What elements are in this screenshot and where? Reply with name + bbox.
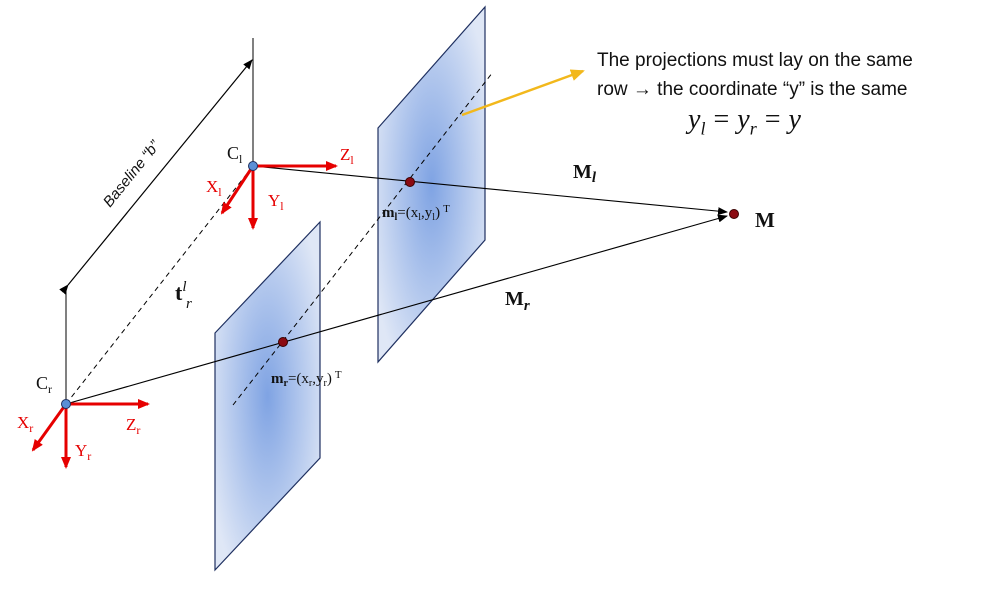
- left-projection-point: [405, 177, 415, 187]
- equation-yr: yr: [737, 104, 757, 139]
- translation-sub: r: [186, 296, 192, 312]
- epipolar-line: [232, 71, 494, 406]
- left-camera-axes: [220, 161, 338, 230]
- right-projection-label: mr=(xr,yr)T: [271, 369, 342, 389]
- annotation-line-1: The projections must lay on the same: [597, 50, 913, 71]
- right-image-plane: [214, 220, 321, 572]
- translation-sup: l: [182, 279, 186, 295]
- right-x-label: Xr: [17, 413, 33, 435]
- left-camera-center-label: Cl: [227, 143, 243, 166]
- translation-vector-label: tlr: [175, 279, 192, 312]
- annotation-line-2: row → the coordinate “y” is the same: [597, 79, 908, 100]
- right-camera-axes: [31, 399, 150, 469]
- world-point-M: [729, 209, 739, 219]
- left-projection-label: ml=(xl,yl)T: [382, 203, 450, 223]
- equation-equals-1: =: [713, 104, 730, 135]
- translation-base: t: [175, 280, 183, 305]
- world-point-label: M: [755, 208, 775, 232]
- annotation-note: The projections must lay on the same row…: [597, 46, 977, 104]
- right-camera-center-point: [61, 399, 71, 409]
- ray-right-label: Mr: [505, 288, 530, 314]
- right-y-label: Yr: [75, 441, 91, 463]
- left-camera-center-point: [248, 161, 258, 171]
- left-x-axis: [220, 165, 255, 215]
- right-camera-center-label: Cr: [36, 373, 52, 396]
- left-image-plane: [377, 5, 486, 364]
- right-x-axis: [31, 403, 68, 452]
- baseline-arrow: [59, 59, 253, 295]
- right-projection-point: [278, 337, 288, 347]
- baseline-label: Baseline “b”: [100, 137, 164, 211]
- ray-left: [252, 165, 728, 216]
- left-x-label: Xl: [206, 177, 222, 199]
- ray-right: [65, 214, 728, 405]
- equation-equals-2: =: [764, 104, 781, 135]
- callout-arrow: [461, 69, 585, 117]
- left-y-label: Yl: [268, 191, 284, 213]
- equation-y: y: [788, 104, 801, 135]
- left-z-label: Zl: [340, 145, 354, 167]
- right-z-label: Zr: [126, 415, 140, 437]
- ray-left-label: Ml: [573, 161, 597, 186]
- equation-yl: yl: [688, 104, 706, 139]
- equation: yl=yr=y: [688, 104, 801, 140]
